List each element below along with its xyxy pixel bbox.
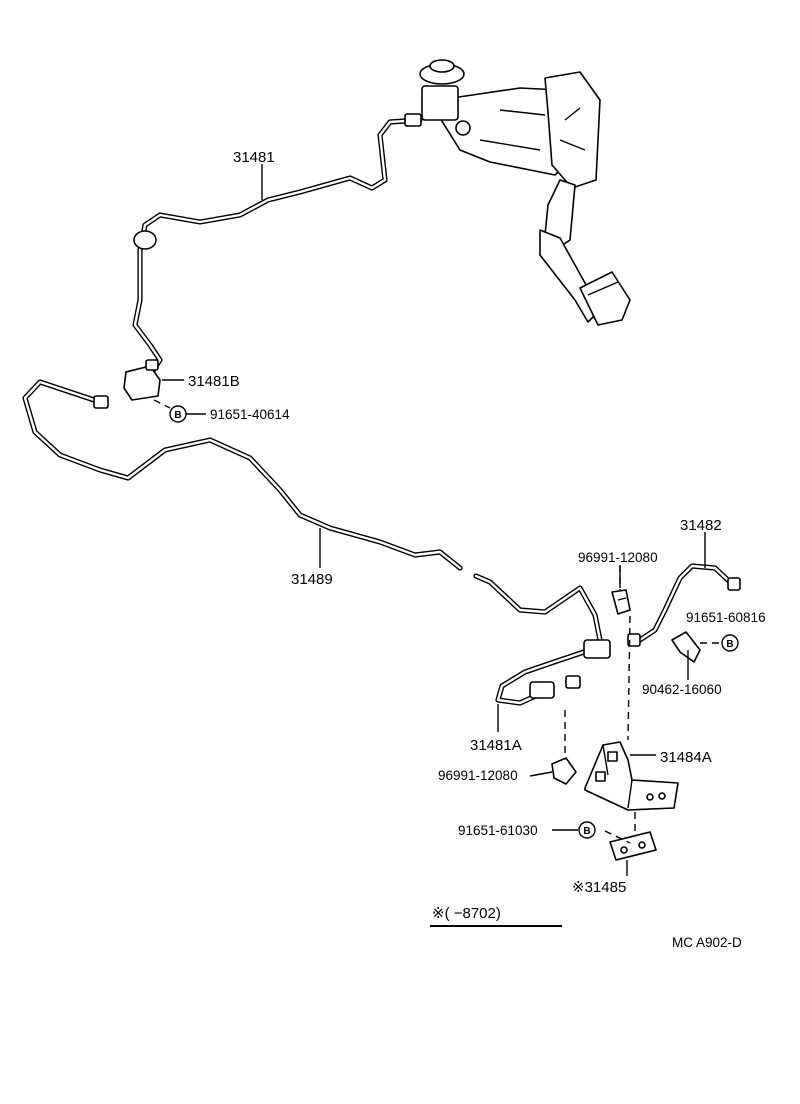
clip-90462-16060	[671, 631, 701, 663]
clutch-pipe-31482	[627, 563, 741, 647]
label-96991-12080-bottom: 96991-12080	[438, 768, 518, 783]
figure-code: MC A902-D	[672, 935, 742, 950]
bolt-marker-b: B	[721, 634, 739, 652]
clip-96991-12080-top	[611, 589, 631, 615]
clutch-pipe-31481	[132, 113, 423, 375]
label-31484A: 31484A	[660, 749, 712, 766]
clip-96991-12080-bottom	[551, 757, 577, 785]
label-31489: 31489	[291, 571, 333, 588]
label-91651-60816: 91651-60816	[686, 610, 766, 625]
svg-text:B: B	[174, 410, 181, 421]
dashed-link	[153, 399, 171, 409]
label-31481B: 31481B	[188, 373, 240, 390]
label-90462-16060: 90462-16060	[642, 682, 722, 697]
label-31485: ※31485	[572, 879, 626, 896]
flexible-hose-31481A	[495, 639, 611, 706]
leader-line	[529, 771, 553, 777]
bolt-marker-b: B	[578, 821, 596, 839]
bracket-31481B	[123, 359, 161, 401]
clutch-pipe-31489	[22, 379, 603, 643]
dashed-link	[627, 615, 631, 741]
bracket-31485	[609, 831, 657, 861]
clutch-master-cylinder-and-pedal	[419, 59, 631, 326]
label-31481A: 31481A	[470, 737, 522, 754]
label-91651-40614: 91651-40614	[210, 407, 290, 422]
applicability-note: ※( −8702)	[432, 905, 501, 922]
bolt-marker-b: B	[169, 405, 187, 423]
label-31482: 31482	[680, 517, 722, 534]
label-96991-12080-top: 96991-12080	[578, 550, 658, 565]
label-31481: 31481	[233, 149, 275, 166]
bracket-31484A	[584, 741, 679, 811]
svg-text:B: B	[583, 826, 590, 837]
svg-text:B: B	[726, 639, 733, 650]
label-91651-61030: 91651-61030	[458, 823, 538, 838]
dashed-link	[604, 830, 631, 844]
